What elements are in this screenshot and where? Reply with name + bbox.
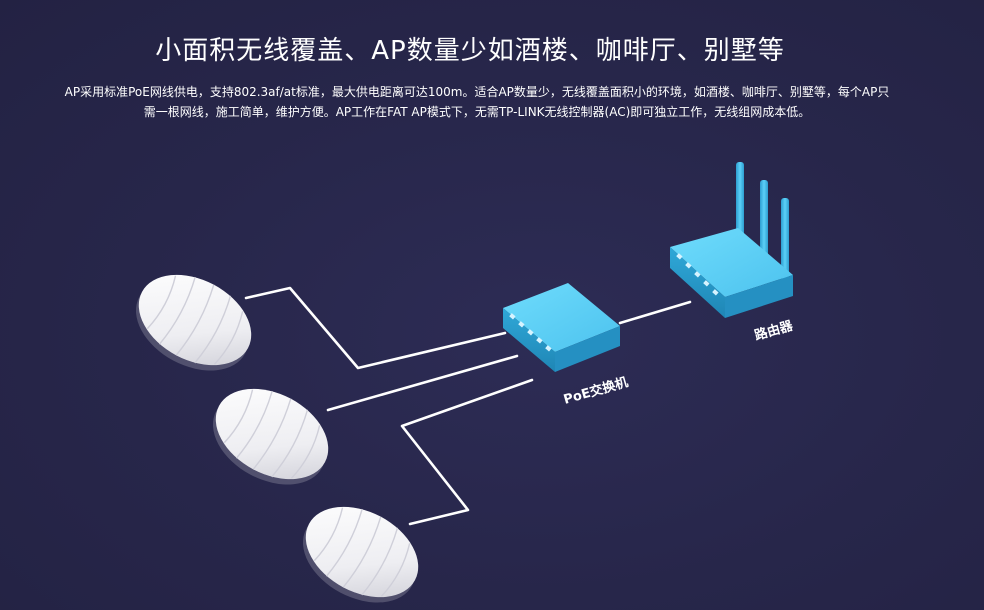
router-antennas [736, 162, 789, 280]
cable-switch-to-router [618, 300, 692, 325]
access-point-1 [135, 274, 252, 371]
router-front-face [670, 247, 725, 318]
switch-top-face [503, 283, 620, 352]
poe-switch [503, 283, 620, 372]
router-label: 路由器 [753, 317, 796, 343]
router-ports [676, 253, 719, 296]
cable-ap-3-to-switch [400, 378, 534, 526]
access-point-3 [302, 506, 419, 603]
cable-group [244, 286, 692, 526]
access-point-2 [212, 388, 329, 485]
cable-ap-2-to-switch [326, 354, 519, 412]
switch-right-face [555, 326, 620, 372]
page-title: 小面积无线覆盖、AP数量少如酒楼、咖啡厅、别墅等 [155, 36, 785, 66]
cable-ap-1-to-switch [244, 286, 507, 370]
switch-label: PoE交换机 [562, 374, 630, 408]
page-description: AP采用标准PoE网线供电，支持802.3af/at标准，最大供电距离可达100… [64, 85, 890, 119]
router [670, 228, 793, 318]
switch-ports [509, 313, 552, 352]
router-top-face [670, 228, 793, 297]
switch-front-face [503, 308, 555, 372]
router-right-face [725, 275, 793, 318]
